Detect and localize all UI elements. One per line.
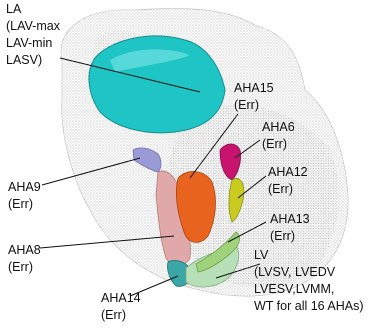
label-aha13-title: AHA13: [270, 211, 310, 228]
label-la-title: LA: [6, 1, 60, 18]
label-aha8: AHA8 (Err): [8, 242, 41, 276]
label-aha13: AHA13 (Err): [270, 211, 310, 245]
label-la-line2: LAV-min: [6, 35, 60, 52]
label-la-line1: (LAV-max: [6, 18, 60, 35]
label-aha9-err: (Err): [8, 196, 41, 213]
label-aha13-err: (Err): [270, 228, 310, 245]
label-aha6-title: AHA6: [262, 119, 295, 136]
label-aha12: AHA12 (Err): [268, 164, 308, 198]
label-aha14-err: (Err): [101, 307, 141, 324]
label-aha8-title: AHA8: [8, 242, 41, 259]
label-lv-line1: (LVSV, LVEDV: [254, 264, 364, 281]
label-aha15: AHA15 (Err): [234, 80, 274, 114]
label-lv-line2: LVESV,LVMM,: [254, 281, 364, 298]
label-aha15-err: (Err): [234, 97, 274, 114]
label-aha6-err: (Err): [262, 136, 295, 153]
label-aha9-title: AHA9: [8, 179, 41, 196]
label-lv: LV (LVSV, LVEDV LVESV,LVMM, WT for all 1…: [254, 247, 364, 315]
label-aha12-err: (Err): [268, 181, 308, 198]
label-la: LA (LAV-max LAV-min LASV): [6, 1, 60, 69]
label-aha14-title: AHA14: [101, 290, 141, 307]
label-lv-line3: WT for all 16 AHAs): [254, 298, 364, 315]
label-aha6: AHA6 (Err): [262, 119, 295, 153]
label-aha12-title: AHA12: [268, 164, 308, 181]
label-aha15-title: AHA15: [234, 80, 274, 97]
label-lv-title: LV: [254, 247, 364, 264]
label-la-line3: LASV): [6, 52, 60, 69]
label-aha14: AHA14 (Err): [101, 290, 141, 324]
label-aha8-err: (Err): [8, 259, 41, 276]
label-aha9: AHA9 (Err): [8, 179, 41, 213]
